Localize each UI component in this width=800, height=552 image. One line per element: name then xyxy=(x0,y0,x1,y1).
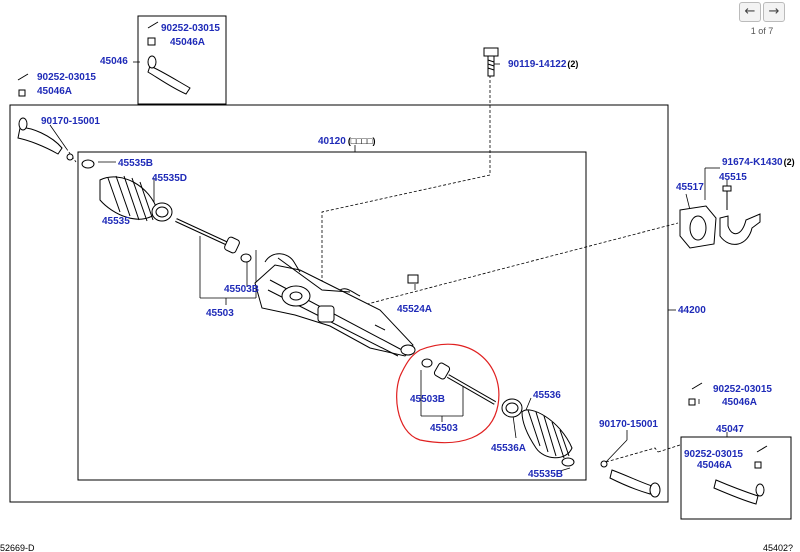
page-status: 1 of 7 xyxy=(750,26,774,36)
label-45503-right: 45503 xyxy=(430,423,458,434)
arrow-left-icon: ← xyxy=(744,4,756,19)
tie-rod-left xyxy=(175,218,252,263)
dashed-guide-lines xyxy=(65,60,681,463)
label-45535D: 45535D xyxy=(152,173,187,184)
part-labels: 90252-03015 45046A 45046 90252-03015 450… xyxy=(0,23,795,552)
label-45535B-top: 45535B xyxy=(118,158,153,169)
label-45536: 45536 xyxy=(533,390,561,401)
label-45503B-right: 45503B xyxy=(410,394,445,405)
prev-page-button[interactable]: ← xyxy=(739,2,761,22)
label-90252-top: 90252-03015 xyxy=(161,23,220,34)
label-90252-box: 90252-03015 xyxy=(684,449,743,460)
label-45536A: 45536A xyxy=(491,443,526,454)
label-45535: 45535 xyxy=(102,216,130,227)
nut-45524A xyxy=(407,274,419,284)
rack-assembly-frame xyxy=(77,151,587,481)
boot-right xyxy=(501,398,575,467)
arrow-right-icon: → xyxy=(768,4,780,19)
tie-rod-end-bottom-box xyxy=(713,445,768,505)
tie-rod-end-left xyxy=(17,73,74,161)
label-45046A-right: 45046A xyxy=(722,397,757,408)
label-90119: 90119-14122(2) xyxy=(508,59,578,70)
label-90170-right: 90170-15001 xyxy=(599,419,658,430)
footer-code-left: 52669-D xyxy=(0,543,35,552)
bushing-and-bracket xyxy=(679,185,761,249)
tie-rod-end-box-bottom xyxy=(680,436,792,520)
label-45515: 45515 xyxy=(719,172,747,183)
label-45503B-left: 45503B xyxy=(224,284,259,295)
label-45046A-left: 45046A xyxy=(37,86,72,97)
next-page-button[interactable]: → xyxy=(763,2,785,22)
footer-code-right: 45402? xyxy=(763,543,793,552)
boot-left xyxy=(81,159,173,222)
tie-rod-end-top-box xyxy=(147,21,191,95)
rack-housing xyxy=(254,253,416,357)
label-45535B-bottom: 45535B xyxy=(528,469,563,480)
main-assembly-frame xyxy=(9,104,669,503)
mounting-bolt xyxy=(483,47,499,77)
tie-rod-end-right xyxy=(600,382,703,498)
diagram-frames xyxy=(9,15,792,520)
label-45046A-top: 45046A xyxy=(170,37,205,48)
label-90252-right: 90252-03015 xyxy=(713,384,772,395)
label-45524A: 45524A xyxy=(397,304,432,315)
tie-rod-end-box-top xyxy=(137,15,227,105)
label-45047: 45047 xyxy=(716,424,744,435)
label-45503-left: 45503 xyxy=(206,308,234,319)
label-45046A-box: 45046A xyxy=(697,460,732,471)
label-91674: 91674-K1430(2) xyxy=(722,157,795,168)
label-90170-left: 90170-15001 xyxy=(41,116,100,127)
label-90252-left: 90252-03015 xyxy=(37,72,96,83)
label-44200: 44200 xyxy=(678,305,706,316)
leader-lines xyxy=(49,61,728,472)
page-navigation: ← → 1 of 7 xyxy=(732,2,792,36)
label-45517: 45517 xyxy=(676,182,704,193)
highlight-circle xyxy=(396,343,500,444)
tie-rod-right xyxy=(421,358,496,405)
label-45046: 45046 xyxy=(100,56,128,67)
label-40120: 40120(□□□□) xyxy=(318,136,376,147)
